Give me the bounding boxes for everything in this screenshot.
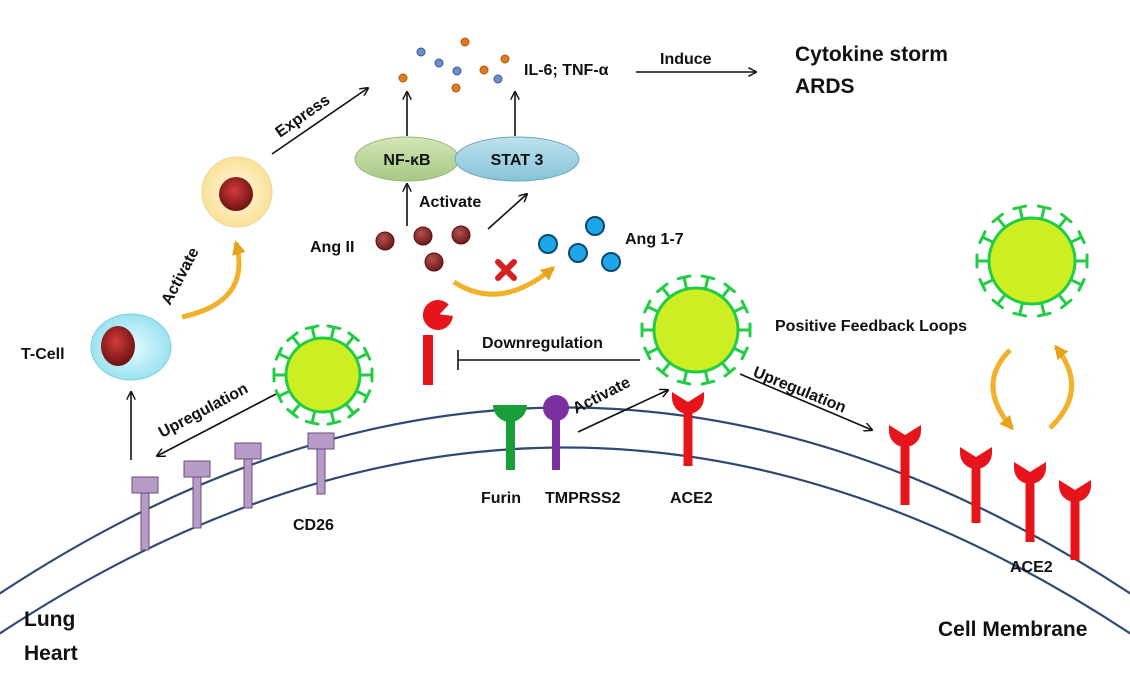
ang2-to-stat3-arrow bbox=[487, 194, 527, 230]
activated-t-cell-nucleus bbox=[219, 177, 253, 211]
tmprss2-activate-arrow bbox=[577, 390, 668, 433]
downregulation-label: Downregulation bbox=[482, 335, 603, 352]
positive-feedback-label: Positive Feedback Loops bbox=[775, 318, 967, 335]
cytokine-particles bbox=[398, 37, 510, 93]
ace2-receptor bbox=[1014, 462, 1046, 542]
cd26-receptor bbox=[183, 460, 211, 529]
ang2-label: Ang II bbox=[310, 239, 354, 256]
cd26-receptors bbox=[131, 432, 335, 551]
cytokine-particle bbox=[434, 58, 444, 68]
cd26-label: CD26 bbox=[293, 517, 334, 534]
ace2-receptor bbox=[672, 392, 704, 466]
upregulation-left-arrow bbox=[157, 393, 277, 456]
coronavirus-icon bbox=[640, 274, 752, 386]
ang17-particle bbox=[538, 234, 558, 254]
express-label: Express bbox=[273, 92, 334, 142]
cytokine-particle bbox=[493, 74, 503, 84]
il6-tnf-label: IL-6; TNF-α bbox=[524, 62, 609, 79]
cytokine-particle bbox=[460, 37, 470, 47]
cytokine-particle bbox=[479, 65, 489, 75]
ace2-center-label: ACE2 bbox=[670, 490, 713, 507]
ang2-particle bbox=[375, 231, 395, 251]
feedback-loop-arrow-right bbox=[1048, 344, 1075, 430]
lung-label: Lung bbox=[24, 608, 75, 631]
ace2-right-label: ACE2 bbox=[1010, 559, 1053, 576]
cytokine-particle bbox=[398, 73, 408, 83]
ang17-particle bbox=[601, 252, 621, 272]
ace2-receptor bbox=[889, 425, 921, 505]
cell-membrane bbox=[0, 406, 1130, 635]
furin-receptor bbox=[493, 405, 527, 470]
ang17-particle bbox=[585, 216, 605, 236]
ang2-particle bbox=[424, 252, 444, 272]
induce-label: Induce bbox=[660, 51, 712, 68]
cd26-receptor bbox=[131, 476, 159, 551]
ang2-particle bbox=[413, 226, 433, 246]
upregulation-right-arrow bbox=[739, 373, 872, 430]
ards-label: ARDS bbox=[795, 75, 855, 98]
ang2-particles bbox=[375, 225, 471, 272]
cytokine-particle bbox=[416, 47, 426, 57]
furin-label: Furin bbox=[481, 490, 521, 507]
cd26-receptor bbox=[307, 432, 335, 495]
ang17-particles bbox=[538, 216, 621, 272]
ang2-particle bbox=[451, 225, 471, 245]
activate-tcell-label: Activate bbox=[159, 245, 203, 308]
coronavirus-icon bbox=[272, 324, 374, 426]
cytokine-particle bbox=[451, 83, 461, 93]
tcell-activation-arrow bbox=[181, 240, 246, 320]
t-cell-label: T-Cell bbox=[21, 346, 65, 363]
cytokine-particle bbox=[452, 66, 462, 76]
tmprss2-label: TMPRSS2 bbox=[545, 490, 621, 507]
ace2-receptor bbox=[1059, 480, 1091, 560]
express-arrow bbox=[271, 88, 368, 155]
coronavirus-icon bbox=[975, 204, 1089, 318]
tmprss2-receptor bbox=[543, 395, 569, 470]
upregulation-right-label: Upregulation bbox=[751, 364, 849, 417]
activate-top-label: Activate bbox=[419, 194, 481, 211]
ang17-label: Ang 1-7 bbox=[625, 231, 684, 248]
cell-membrane-label: Cell Membrane bbox=[938, 618, 1087, 641]
heart-label: Heart bbox=[24, 642, 78, 665]
cross-mark-icon bbox=[495, 259, 517, 281]
ang-conversion-arrow bbox=[452, 266, 556, 297]
stat3-label: STAT 3 bbox=[491, 152, 544, 169]
ang17-particle bbox=[568, 243, 588, 263]
feedback-loop-arrow-left bbox=[990, 348, 1014, 431]
downregulated-ace2-receptor bbox=[422, 299, 453, 385]
t-cell-nucleus bbox=[101, 326, 135, 366]
cytokine-particle bbox=[500, 54, 510, 64]
cytokine-storm-label: Cytokine storm bbox=[795, 43, 948, 66]
stat3-node bbox=[454, 136, 580, 182]
ace2-receptor bbox=[960, 447, 992, 523]
cd26-receptor bbox=[234, 442, 262, 509]
nfkb-label: NF-κB bbox=[383, 152, 430, 169]
membrane-inner-line bbox=[0, 446, 1130, 635]
